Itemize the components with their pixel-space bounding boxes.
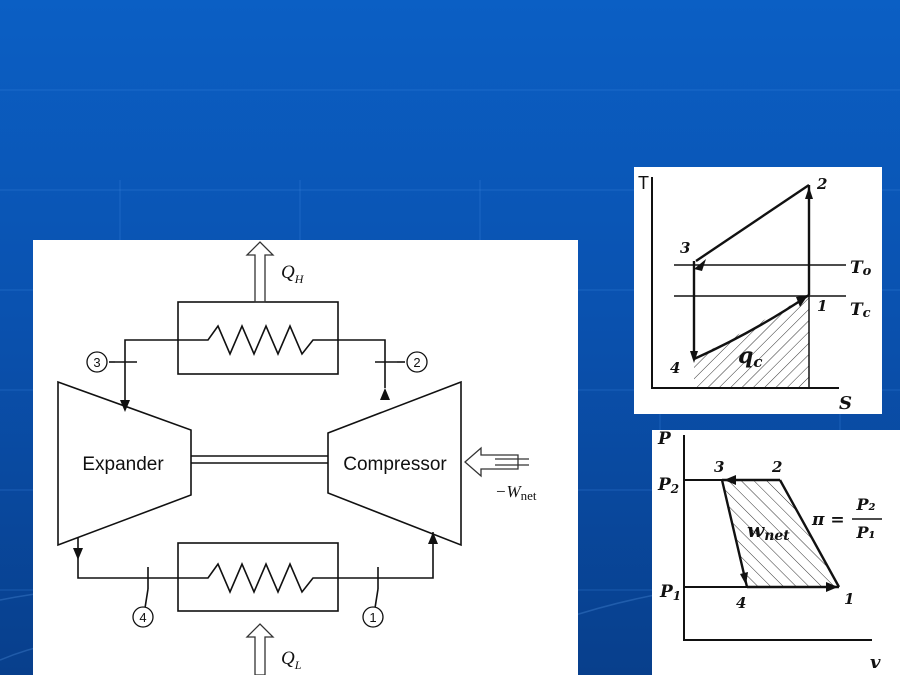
ts-area-label: qc	[738, 343, 763, 371]
hot-heat-exchanger	[177, 301, 339, 375]
ts-point-2: 2	[816, 175, 827, 193]
state-label: 1	[369, 610, 376, 625]
hot-coil	[178, 323, 338, 357]
compressor-turbine	[327, 380, 462, 547]
state-1-marker	[362, 606, 384, 628]
work-label: −Wnet	[495, 482, 537, 503]
pv-point-1: 1	[844, 590, 854, 608]
top-pipe	[124, 339, 178, 408]
bottom-pipe	[77, 538, 178, 579]
pv-ratio-symbol: π =	[811, 510, 845, 530]
pv-diagram: P v P2 P1 3 2 4 1 wnet π = P₂ P₁	[657, 429, 882, 673]
top-pipe	[338, 339, 386, 388]
ts-process-4-1	[693, 294, 810, 361]
cold-coil	[178, 561, 338, 595]
ts-point-3: 3	[680, 239, 690, 257]
ts-axes	[651, 177, 839, 389]
pv-diagram-panel: P v P2 P1 3 2 4 1 wnet π = P₂ P₁	[652, 429, 900, 675]
cold-heat-exchanger	[177, 542, 339, 612]
state-3-marker	[86, 351, 108, 373]
pv-process-1-2	[778, 479, 841, 588]
heat-out-label: QH	[281, 262, 305, 286]
pv-work-area	[722, 480, 839, 587]
state-label: 4	[139, 610, 146, 625]
ts-y-axis-label: T	[638, 173, 649, 193]
pv-p1-label: P1	[659, 582, 681, 603]
pv-x-axis-label: v	[870, 652, 881, 673]
state-4-marker	[132, 606, 154, 628]
ts-isotherm-high-label: To	[850, 258, 872, 279]
expander-turbine	[57, 380, 192, 547]
state-label: 2	[413, 355, 420, 370]
compressor-label: Compressor	[343, 454, 447, 475]
pv-ratio-numerator: P₂	[855, 495, 875, 514]
pv-y-axis-label: P	[657, 430, 672, 449]
pv-point-3: 3	[714, 458, 724, 476]
cycle-schematic: 3 2 4 1 Expander Compressor QH QL −Wnet	[57, 241, 537, 676]
state-label: 3	[93, 355, 100, 370]
ts-x-axis-label: S	[839, 393, 852, 414]
ts-diagram-panel: T S 2 3 1 4 To Tc qc	[634, 167, 882, 414]
bottom-pipe	[338, 532, 434, 579]
cycle-schematic-panel: 3 2 4 1 Expander Compressor QH QL −Wnet	[33, 240, 578, 676]
ts-heat-area	[694, 295, 809, 388]
pv-process-3-4	[720, 479, 749, 588]
ts-point-4: 4	[670, 359, 680, 377]
pv-point-4: 4	[736, 594, 746, 612]
pv-ratio-denominator: P₁	[855, 523, 875, 542]
pv-point-2: 2	[771, 458, 782, 476]
heat-in-label: QL	[281, 648, 302, 672]
ts-process-2-3	[695, 184, 810, 262]
expander-label: Expander	[82, 454, 164, 475]
state-2-marker	[406, 351, 428, 373]
heat-in-arrow	[245, 623, 275, 676]
pv-axes	[683, 435, 872, 641]
pv-p2-label: P2	[657, 475, 679, 496]
heat-out-arrow	[245, 241, 275, 303]
ts-isotherm-low-label: Tc	[850, 300, 871, 321]
work-in-arrow	[464, 446, 519, 478]
pv-area-label: wnet	[747, 518, 790, 544]
ts-point-1: 1	[817, 297, 827, 315]
ts-diagram: T S 2 3 1 4 To Tc qc	[638, 173, 872, 414]
